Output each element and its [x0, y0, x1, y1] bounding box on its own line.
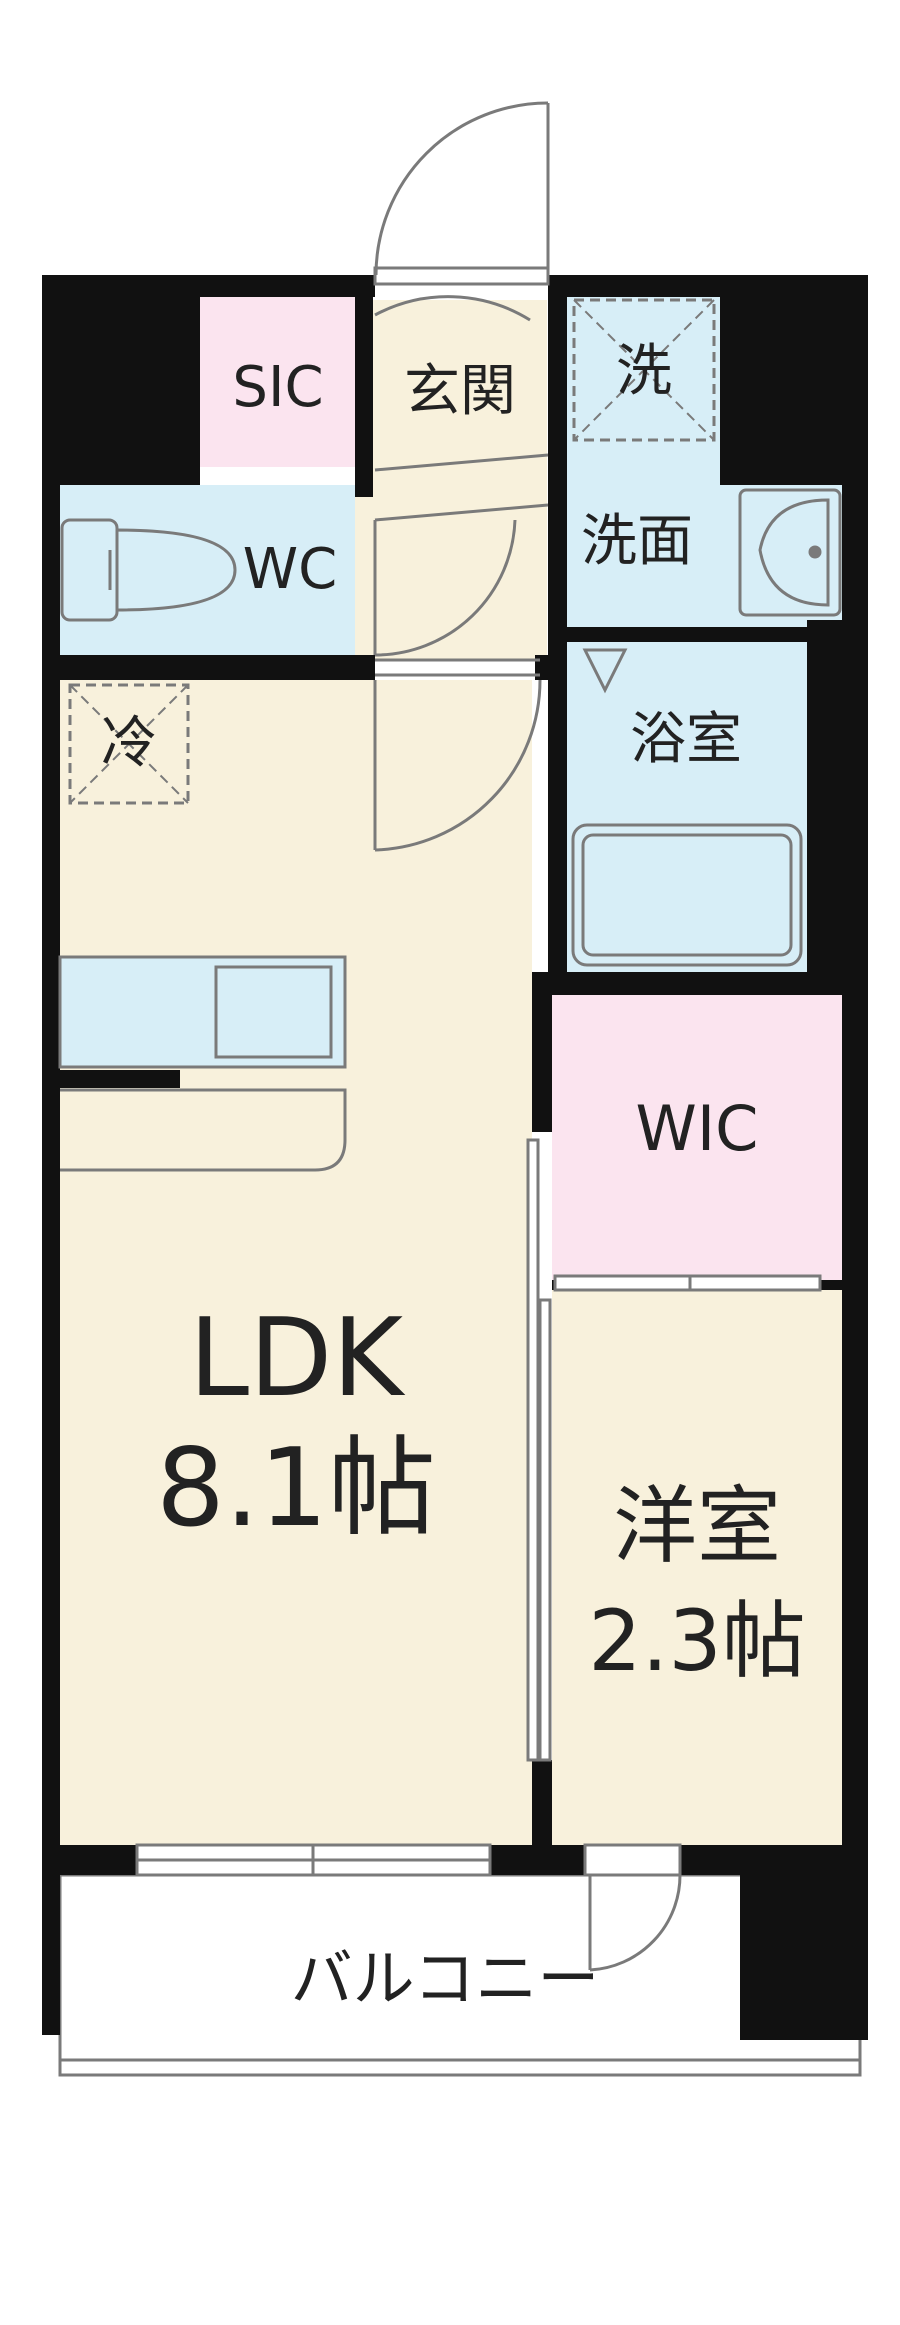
bathtub [571, 648, 803, 967]
wc-label: WC [243, 537, 337, 602]
senmen-label: 洗面 [581, 509, 693, 574]
youshitsu-floor [552, 1290, 842, 1845]
yokushitsu-label: 浴室 [630, 707, 742, 772]
wash-basin [738, 488, 842, 617]
wic-floor [552, 995, 842, 1280]
balcony-label: バルコニー [291, 1942, 600, 2015]
genkan-floor [355, 300, 547, 660]
kitchen-counter [58, 955, 347, 1172]
entry-door [373, 101, 550, 286]
youshitsu-balcony-door [583, 1843, 682, 1972]
sic-floor [200, 297, 355, 467]
walls [42, 275, 868, 2040]
hall-doors [373, 295, 549, 852]
wic-door [553, 1274, 822, 1292]
ldk-size: 8.1帖 [156, 1426, 436, 1551]
sic-label: SIC [232, 355, 323, 420]
genkan-label: 玄関 [404, 359, 516, 424]
youshitsu-size: 2.3帖 [588, 1592, 806, 1690]
toilet-fixture [60, 518, 237, 622]
ldk-floor [60, 680, 532, 1845]
ldk-name: LDK [189, 1296, 406, 1421]
wic-label: WIC [636, 1092, 759, 1165]
youshitsu-name: 洋室 [613, 1477, 781, 1575]
fridge-label: 冷 [101, 711, 157, 776]
sliding-door [526, 1138, 552, 1762]
washer-space [572, 298, 716, 442]
ldk-window [135, 1843, 492, 1877]
washer-label: 洗 [616, 339, 672, 404]
fridge-space [68, 683, 190, 805]
